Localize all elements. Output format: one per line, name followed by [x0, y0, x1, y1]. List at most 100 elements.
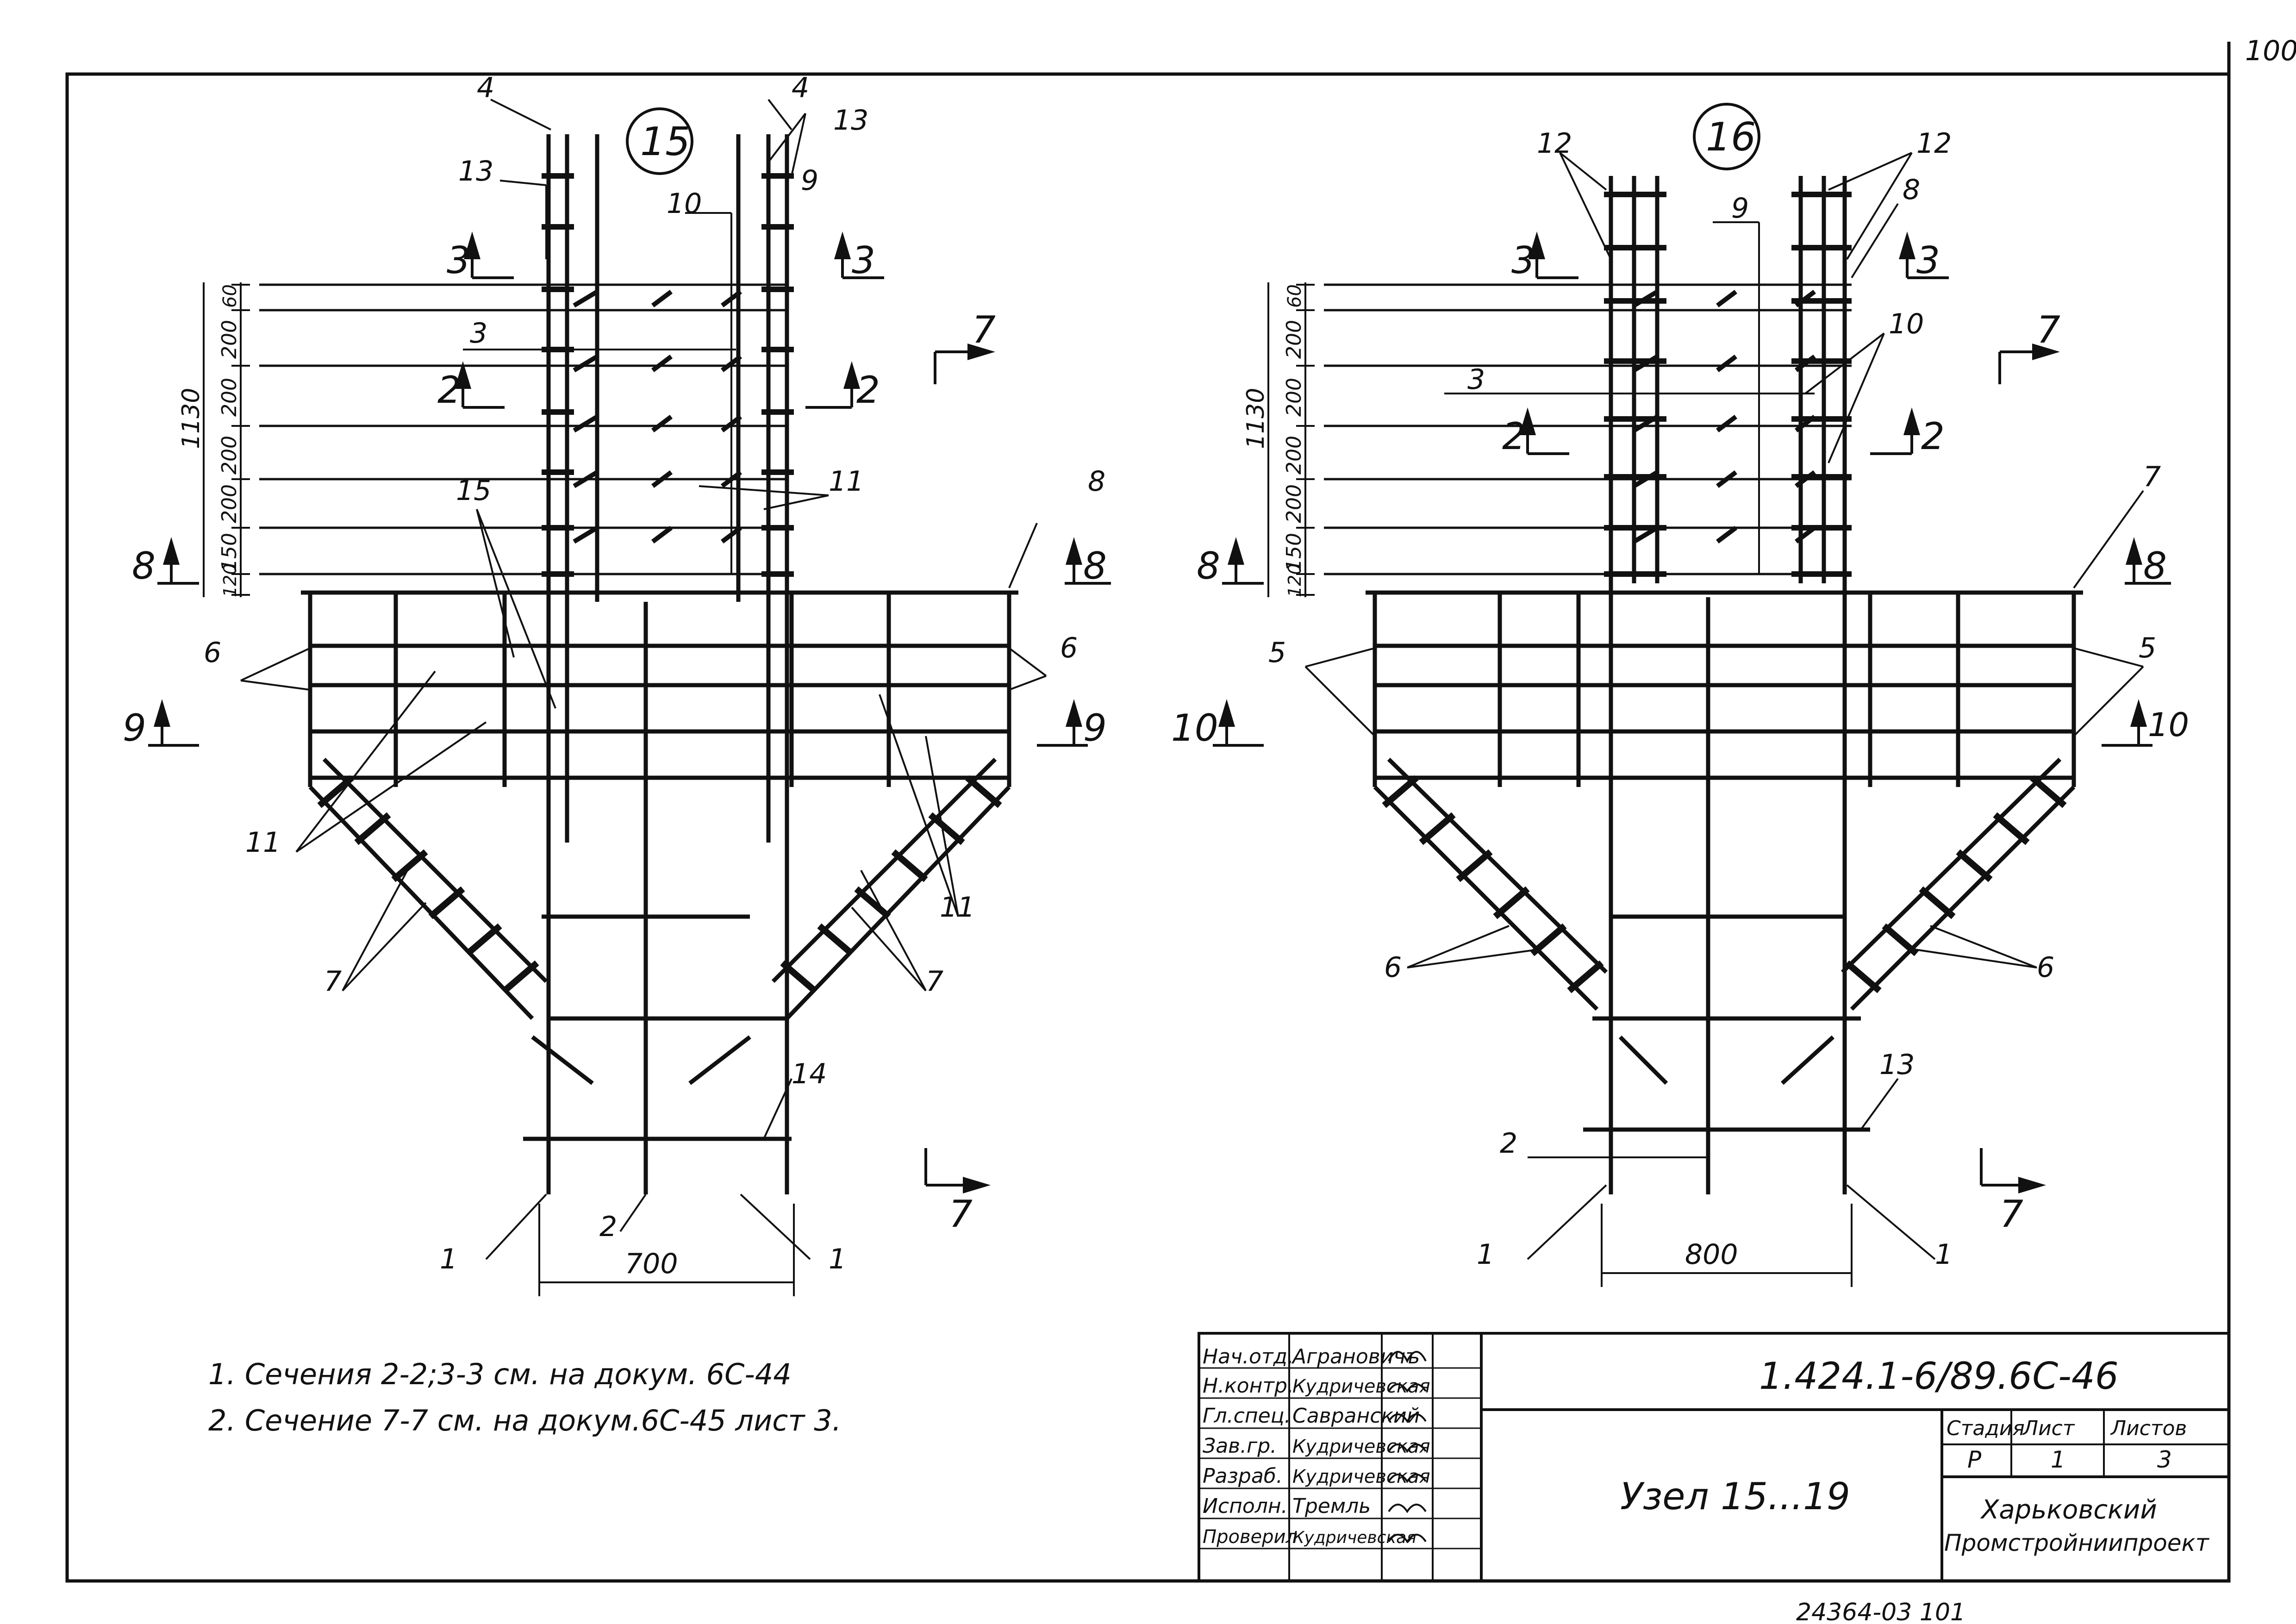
right-section-3-right: 3 — [1916, 239, 1940, 282]
left-upper-horizontal-bars — [259, 283, 787, 575]
drawing-title: Узел 15...19 — [1620, 1475, 1850, 1518]
right-dim-total: 1130 — [1242, 388, 1270, 449]
left-section-8-left: 8 — [132, 544, 156, 587]
left-dim-120: 120 — [220, 563, 240, 597]
role-3: Зав.гр. — [1203, 1434, 1277, 1458]
right-label-13: 13 — [1879, 1049, 1915, 1081]
note-2: 2. Сечение 7-7 см. на докум.6С-45 лист 3… — [208, 1404, 841, 1437]
left-section-3-left: 3 — [447, 239, 470, 282]
left-label-11c: 11 — [940, 891, 975, 924]
left-section-7-bottom: 7 — [949, 1193, 973, 1236]
right-width-value: 800 — [1685, 1238, 1738, 1271]
left-label-13b: 13 — [833, 104, 868, 137]
right-label-8: 8 — [1903, 174, 1920, 206]
role-5: Исполн. — [1203, 1494, 1288, 1518]
right-section-10-right: 10 — [2148, 706, 2189, 744]
node-15-circle — [626, 107, 693, 175]
right-section-10-left: 10 — [1171, 706, 1218, 750]
name-2: Савранский — [1292, 1404, 1420, 1428]
node-16-circle — [1693, 103, 1760, 170]
left-width-value: 700 — [625, 1248, 678, 1280]
right-label-5b: 5 — [2139, 632, 2156, 664]
name-6: Кудричевская — [1292, 1528, 1416, 1547]
left-label-3: 3 — [470, 317, 487, 350]
left-beam-horizontal-bars — [301, 590, 1018, 780]
org-line-2: Промстройниипроект — [1944, 1530, 2210, 1556]
node-16-label: 16 — [1706, 114, 1756, 160]
bottom-code: 24364-03 101 — [1796, 1599, 1965, 1624]
right-upper-horizontal-bars — [1324, 283, 1852, 575]
right-dim-200-b: 200 — [1282, 378, 1306, 417]
right-dim-200-c: 200 — [1282, 436, 1306, 475]
right-label-2: 2 — [1500, 1127, 1517, 1160]
node-15-label: 15 — [640, 119, 690, 165]
left-dim-60: 60 — [219, 284, 241, 308]
right-section-7-bottom: 7 — [2000, 1193, 2023, 1236]
left-label-8: 8 — [1088, 465, 1105, 498]
right-label-6a: 6 — [1384, 951, 1402, 984]
sheets-header: Листов — [2110, 1417, 2187, 1440]
left-label-10: 10 — [667, 187, 702, 220]
left-label-7a: 7 — [324, 965, 342, 998]
left-section-2-left: 2 — [437, 369, 461, 412]
left-funnel-bars — [308, 757, 1011, 1141]
left-dim-200-c: 200 — [218, 436, 241, 475]
right-label-7: 7 — [2143, 461, 2161, 493]
role-4: Разраб. — [1203, 1464, 1283, 1488]
left-label-13a: 13 — [458, 155, 493, 187]
right-label-1a: 1 — [1477, 1238, 1494, 1271]
name-1: Кудричевская — [1292, 1376, 1430, 1397]
right-width-dimension — [1601, 1204, 1853, 1287]
right-section-2-left: 2 — [1502, 415, 1526, 458]
left-label-1b: 1 — [829, 1243, 846, 1275]
sheet-value: 1 — [2051, 1446, 2065, 1473]
right-beam-horizontal-bars — [1366, 590, 2083, 780]
left-label-6b: 6 — [1060, 632, 1078, 664]
doc-code: 1.424.1-6/89.6С-46 — [1759, 1355, 2119, 1398]
right-section-8-left: 8 — [1197, 544, 1220, 587]
left-label-6a: 6 — [204, 637, 221, 669]
right-dim-200-d: 200 — [1282, 484, 1306, 523]
right-label-12b: 12 — [1916, 127, 1952, 160]
right-funnel-bars — [1373, 757, 2076, 1132]
right-dim-60: 60 — [1284, 284, 1305, 308]
left-label-11a: 11 — [829, 465, 864, 498]
right-beam-stirrups — [1373, 593, 2076, 787]
sheet-header: Лист — [2022, 1417, 2075, 1440]
left-label-14: 14 — [792, 1058, 827, 1090]
node-16-drawing: 16 — [1171, 103, 2189, 1287]
sheets-value: 3 — [2157, 1446, 2172, 1473]
left-width-dimension — [538, 1204, 795, 1296]
role-6: Проверил — [1203, 1526, 1298, 1548]
node-15-drawing: 15 — [123, 72, 1111, 1296]
stage-header: Стадия — [1947, 1417, 2025, 1440]
left-dim-150: 150 — [218, 533, 241, 572]
left-section-9-left: 9 — [123, 706, 146, 750]
right-section-7-top: 7 — [2037, 308, 2060, 351]
right-label-3: 3 — [1467, 363, 1485, 396]
right-dimension-chain — [1267, 282, 1315, 597]
right-section-8-right: 8 — [2143, 544, 2167, 587]
page-number: 100 — [2245, 35, 2296, 67]
left-label-11b: 11 — [245, 826, 281, 859]
left-section-2-right: 2 — [856, 369, 880, 412]
left-section-8-right: 8 — [1083, 544, 1107, 587]
org-line-1: Харьковский — [1980, 1495, 2157, 1525]
right-label-12a: 12 — [1537, 127, 1572, 160]
signatures — [1388, 1351, 1427, 1543]
left-section-9-right: 9 — [1083, 706, 1107, 750]
left-label-4a: 4 — [477, 72, 494, 104]
left-section-7-top: 7 — [972, 308, 996, 351]
left-section-3-right: 3 — [852, 239, 875, 282]
right-section-marks — [1213, 231, 2171, 1193]
left-label-1a: 1 — [440, 1243, 457, 1275]
stage-value: Р — [1967, 1446, 1982, 1473]
name-0: Аграновичъ — [1291, 1345, 1420, 1368]
left-dim-200-b: 200 — [218, 378, 241, 417]
right-dim-120: 120 — [1285, 563, 1305, 597]
note-1: 1. Сечения 2-2;3-3 см. на докум. 6С-44 — [208, 1357, 792, 1391]
left-dimension-chain — [203, 282, 250, 597]
drawing-frame — [65, 72, 2231, 1583]
left-section-marks — [148, 231, 1111, 1193]
